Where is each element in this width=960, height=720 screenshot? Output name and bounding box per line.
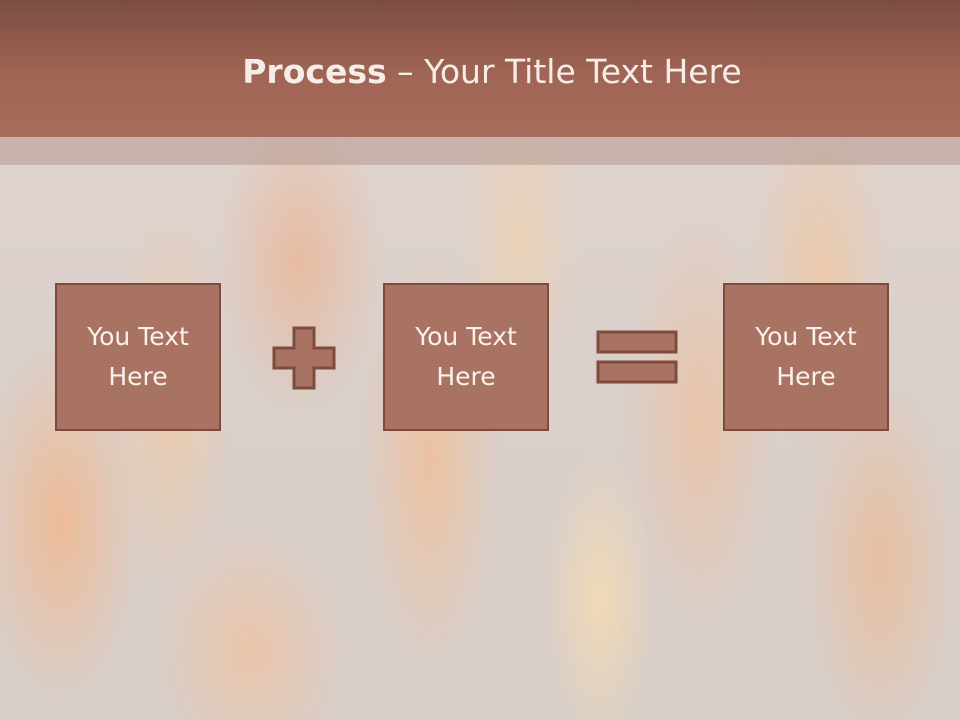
slide-title: Process – Your Title Text Here bbox=[0, 52, 960, 91]
title-bar-strip bbox=[0, 137, 960, 165]
process-box-1-label: You Text Here bbox=[87, 322, 189, 391]
process-box-3[interactable]: You Text Here bbox=[723, 283, 889, 431]
equals-icon bbox=[596, 330, 678, 384]
process-box-3-label: You Text Here bbox=[755, 322, 857, 391]
process-box-2-label: You Text Here bbox=[415, 322, 517, 391]
process-box-1[interactable]: You Text Here bbox=[55, 283, 221, 431]
title-rest-text: – Your Title Text Here bbox=[386, 52, 742, 91]
process-box-2[interactable]: You Text Here bbox=[383, 283, 549, 431]
title-bar bbox=[0, 0, 960, 137]
plus-icon bbox=[272, 326, 336, 390]
title-bold-text: Process bbox=[242, 52, 387, 91]
